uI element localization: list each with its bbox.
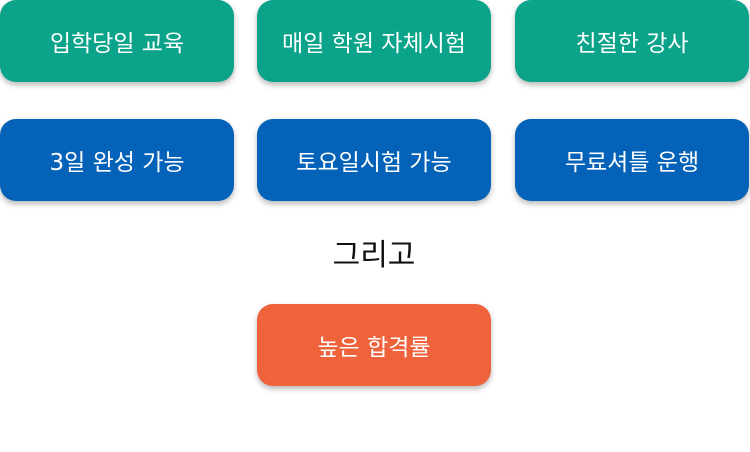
feature-button-free-shuttle[interactable]: 무료셔틀 운행 — [515, 119, 749, 201]
feature-label: 무료셔틀 운행 — [564, 150, 700, 176]
feature-label: 친절한 강사 — [575, 31, 689, 57]
feature-label: 3일 완성 가능 — [49, 150, 185, 176]
feature-button-saturday-test[interactable]: 토요일시험 가능 — [257, 119, 491, 201]
feature-label: 매일 학원 자체시험 — [282, 31, 466, 57]
feature-button-same-day-education[interactable]: 입학당일 교육 — [0, 0, 234, 82]
feature-button-three-day-completion[interactable]: 3일 완성 가능 — [0, 119, 234, 201]
highlight-button-high-pass-rate[interactable]: 높은 합격률 — [257, 304, 491, 386]
connector-text: 그리고 — [332, 238, 416, 273]
highlight-label: 높은 합격률 — [317, 335, 431, 361]
feature-button-daily-academy-test[interactable]: 매일 학원 자체시험 — [257, 0, 491, 82]
feature-label: 토요일시험 가능 — [296, 150, 452, 176]
feature-button-friendly-instructor[interactable]: 친절한 강사 — [515, 0, 749, 82]
feature-label: 입학당일 교육 — [49, 31, 185, 57]
